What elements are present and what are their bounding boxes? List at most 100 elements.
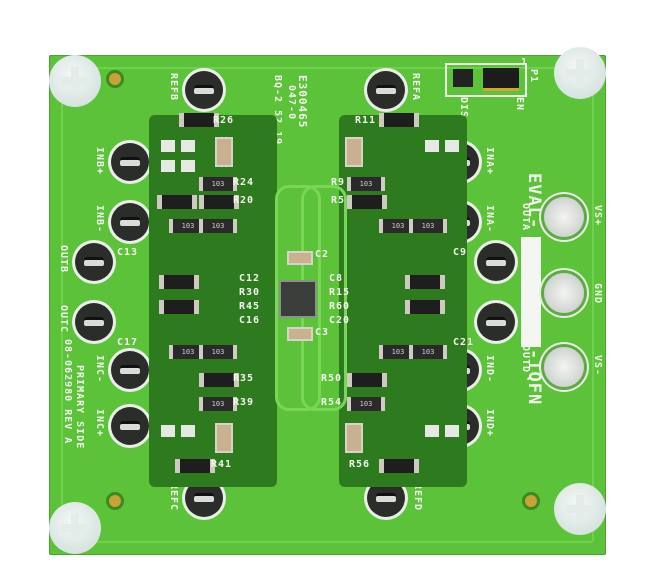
smd-pad [181,140,195,152]
capacitor-c7 [345,137,363,167]
power-label-gnd: GND [592,283,603,305]
label-ina-minus: INA- [484,205,495,234]
smd-pad [445,140,459,152]
test-point-outd[interactable] [477,303,515,341]
resistor-r18 [157,195,197,209]
power-label-vs-plus: VS+ [592,205,603,227]
resistor-103: 103 [199,345,237,359]
power-post-gnd[interactable] [544,273,584,313]
ref-r26: R26 [213,115,235,126]
resistor-103: 103 [199,219,237,233]
label-outa: OUTA [520,203,531,232]
ref-r45: R45 [239,301,261,312]
label-inc-minus: INC- [94,355,105,384]
corner-screw-bottom-left [49,502,101,554]
ref-r39: R39 [233,397,255,408]
mounting-via [109,73,121,85]
resistor-r11 [379,113,419,127]
test-point-outc[interactable] [75,303,113,341]
test-point-refa[interactable] [367,71,405,109]
corner-screw-bottom-right [554,483,606,535]
ref-c9: C9 [453,247,468,258]
resistor-r39: 103 [199,397,237,411]
label-refd: REFD [412,483,423,512]
side-label: PRIMARY SIDE [74,365,85,450]
board-name-blank-field [521,237,541,347]
smd-pad [425,140,439,152]
label-inb-plus: INB+ [94,147,105,176]
label-outb: OUTB [58,245,69,274]
smd-pad [445,425,459,437]
resistor-r9: 103 [347,177,385,191]
ref-c12: C12 [239,273,261,284]
ref-r24: R24 [233,177,255,188]
test-point-inb-plus[interactable] [111,143,149,181]
ref-r9: R9 [331,177,346,188]
part-number: 08-062980 REV A [62,339,73,445]
header-en-label: EN [514,97,525,112]
header-pin1-marker: 1 [521,57,529,68]
test-point-refb[interactable] [185,71,223,109]
resistor-r35 [199,373,239,387]
logo-code: E300465 [296,75,309,129]
resistor-r56 [379,459,419,473]
test-point-inc-minus[interactable] [111,351,149,389]
smd-pad [161,140,175,152]
test-point-outa[interactable] [477,243,515,281]
header-pin [453,69,473,87]
resistor-103: 103 [409,345,447,359]
label-outc: OUTC [58,305,69,334]
resistor-r5 [347,195,387,209]
resistor [159,300,199,314]
jumper-shunt[interactable] [483,68,519,91]
test-point-inc-plus[interactable] [111,407,149,445]
jumper-header-p1[interactable] [445,63,527,97]
smd-pad [181,425,195,437]
resistor-r50 [347,373,387,387]
capacitor-c3 [287,327,313,341]
board-outline [61,67,594,543]
corner-screw-top-left [49,55,101,107]
smd-pad [161,425,175,437]
resistor-r54: 103 [347,397,385,411]
ref-r35: R35 [233,373,255,384]
label-ina-plus: INA+ [484,147,495,176]
mounting-via [525,495,537,507]
ref-c3: C3 [315,327,330,338]
ref-r54: R54 [321,397,343,408]
test-point-outb[interactable] [75,243,113,281]
ref-c17: C17 [117,337,139,348]
ref-r30: R30 [239,287,261,298]
ref-c13: C13 [117,247,139,258]
resistor-r20 [199,195,239,209]
test-point-inb-minus[interactable] [111,203,149,241]
ref-r15: R15 [329,287,351,298]
smd-pad [181,160,195,172]
label-refc: REFC [168,483,179,512]
ref-r50: R50 [321,373,343,384]
ref-c20: C20 [329,315,351,326]
date-code: 047-0 [286,85,297,121]
ref-c2: C2 [315,249,330,260]
resistor [159,275,199,289]
smd-pad [161,160,175,172]
label-ind-plus: IND+ [484,409,495,438]
label-refb: REFB [168,73,179,102]
smd-pad [425,425,439,437]
ref-c16: C16 [239,315,261,326]
ref-r5: R5 [331,195,346,206]
resistor-r24: 103 [199,177,237,191]
resistor [405,275,445,289]
pcb-trace [275,185,321,411]
corner-screw-top-right [554,47,606,99]
power-post-vs-minus[interactable] [544,347,584,387]
power-post-vs-plus[interactable] [544,197,584,237]
label-inb-minus: INB- [94,205,105,234]
ref-r11: R11 [355,115,377,126]
capacitor-c2 [287,251,313,265]
ref-c21: C21 [453,337,475,348]
resistor-r41 [175,459,215,473]
label-inc-plus: INC+ [94,409,105,438]
capacitor-c11 [215,137,233,167]
ref-r56: R56 [349,459,371,470]
